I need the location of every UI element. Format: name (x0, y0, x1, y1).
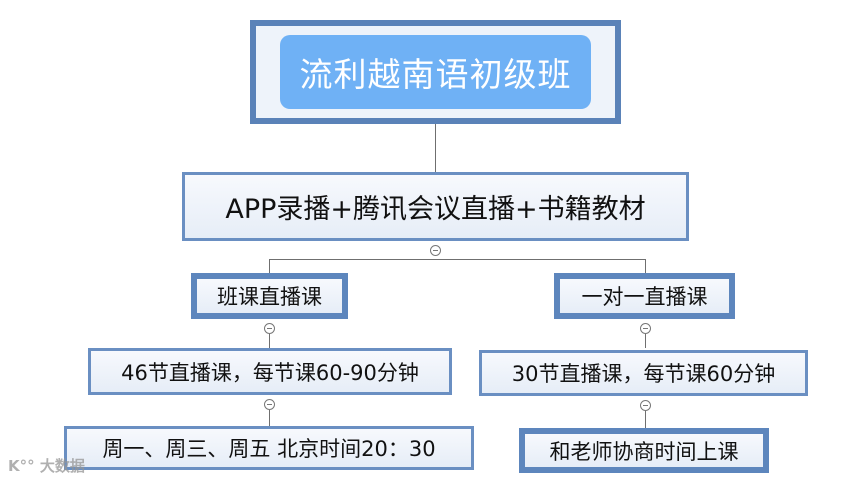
connector-left-down (269, 259, 270, 273)
root-title: 流利越南语初级班 (280, 35, 591, 109)
collapse-icon[interactable] (640, 400, 651, 411)
schedule-label: 和老师协商时间上课 (549, 439, 739, 464)
connector (269, 410, 270, 426)
branch-label: 班课直播课 (217, 285, 322, 309)
collapse-icon[interactable] (430, 245, 441, 256)
connector (645, 411, 646, 428)
branch-label: 一对一直播课 (581, 285, 708, 309)
schedule-label: 周一、周三、周五 北京时间20：30 (102, 437, 436, 461)
connector (269, 334, 270, 348)
collapse-icon[interactable] (264, 399, 275, 410)
collapse-icon[interactable] (264, 323, 275, 334)
level1-label: APP录播+腾讯会议直播+书籍教材 (225, 194, 646, 225)
connector (645, 334, 646, 348)
schedule-node-group-class[interactable]: 周一、周三、周五 北京时间20：30 (64, 426, 474, 470)
root-node[interactable]: 流利越南语初级班 (250, 20, 621, 124)
connector-horizontal (269, 259, 646, 260)
detail-label: 30节直播课，每节课60分钟 (511, 362, 776, 386)
watermark-logo: K°° 大数据 (8, 457, 85, 475)
schedule-node-one-on-one[interactable]: 和老师协商时间上课 (519, 428, 769, 473)
connector-right-down (645, 259, 646, 273)
detail-node-one-on-one[interactable]: 30节直播课，每节课60分钟 (479, 350, 808, 396)
branch-node-one-on-one[interactable]: 一对一直播课 (554, 273, 735, 319)
detail-label: 46节直播课，每节课60-90分钟 (121, 360, 419, 385)
connector-root-level1 (435, 124, 436, 172)
collapse-icon[interactable] (640, 323, 651, 334)
branch-node-group-class[interactable]: 班课直播课 (191, 273, 348, 319)
level1-node[interactable]: APP录播+腾讯会议直播+书籍教材 (182, 172, 689, 241)
detail-node-group-class[interactable]: 46节直播课，每节课60-90分钟 (88, 348, 452, 395)
